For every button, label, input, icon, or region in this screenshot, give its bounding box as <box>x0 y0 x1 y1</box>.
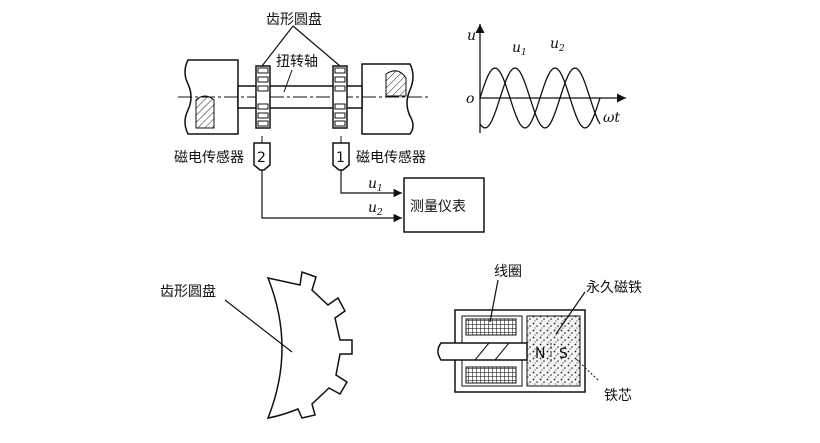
wire-u1 <box>340 170 402 198</box>
gear-disc-outline <box>266 270 353 419</box>
right-gear-disc <box>332 65 348 129</box>
pole-n: N <box>535 346 545 362</box>
coil-label: 线圈 <box>494 264 522 280</box>
curve-2-sub: 2 <box>558 44 565 54</box>
magnet-label: 永久磁铁 <box>586 280 642 296</box>
curve-u2 <box>479 67 601 129</box>
gear-disc-leader-bottom <box>224 299 293 353</box>
instrument-label: 测量仪表 <box>410 199 466 215</box>
gear-disc-fragment <box>224 270 353 419</box>
left-gear-teeth <box>257 67 269 127</box>
y-axis-label: u <box>467 28 476 44</box>
coil-leader <box>489 279 499 323</box>
left-shaft-section <box>195 95 215 129</box>
torsion-shaft-label: 扭转轴 <box>276 54 318 70</box>
wire-u2 <box>261 170 402 223</box>
gear-disc-leader-right <box>292 25 341 67</box>
core-hatch-2 <box>494 342 510 361</box>
origin-label: o <box>466 91 474 107</box>
sensor-1: 1 <box>332 136 350 171</box>
signal-wires <box>261 170 402 223</box>
curve-1-var: u <box>512 40 521 56</box>
permanent-magnet <box>526 315 581 387</box>
sensor-2: 2 <box>253 136 271 171</box>
torsion-shaft-leader <box>283 69 293 93</box>
gear-disc-label-top: 齿形圆盘 <box>266 11 322 28</box>
coil-top <box>465 318 517 336</box>
right-shaft-section <box>385 70 407 97</box>
instrument-box <box>403 177 485 233</box>
sensor-left-label: 磁电传感器 <box>174 149 244 166</box>
coil-bottom <box>465 366 517 384</box>
core-hatch-1 <box>474 342 490 361</box>
left-gear-disc <box>255 65 271 129</box>
curve-1-sub: 1 <box>521 48 527 58</box>
shaft-assembly: 齿形圆盘 扭转轴 <box>178 11 428 135</box>
pole-s: S <box>559 346 568 362</box>
right-gear-teeth <box>334 67 346 127</box>
wire-u1-sub: 1 <box>377 184 383 194</box>
gear-disc-label-bottom: 齿形圆盘 <box>160 283 216 300</box>
wire-u2-sub: 2 <box>376 208 383 218</box>
core-leader <box>574 357 599 381</box>
curve-u1 <box>479 67 601 129</box>
sensor-right-label: 磁电传感器 <box>356 149 426 166</box>
x-axis-label: ωt <box>603 110 620 126</box>
magnet-leader <box>555 291 586 335</box>
wire-u1-var: u <box>368 176 377 192</box>
wire-u2-var: u <box>368 200 377 216</box>
core-label: 铁芯 <box>604 388 632 404</box>
curve-2-var: u <box>550 36 559 52</box>
sensor-2-number: 2 <box>257 150 266 166</box>
sensor-1-number: 1 <box>336 150 345 166</box>
sensor-cross-section: N S <box>437 279 599 393</box>
waveform-plot: u o ωt u 1 u 2 <box>466 24 626 133</box>
gear-disc-leader-left <box>261 25 294 67</box>
